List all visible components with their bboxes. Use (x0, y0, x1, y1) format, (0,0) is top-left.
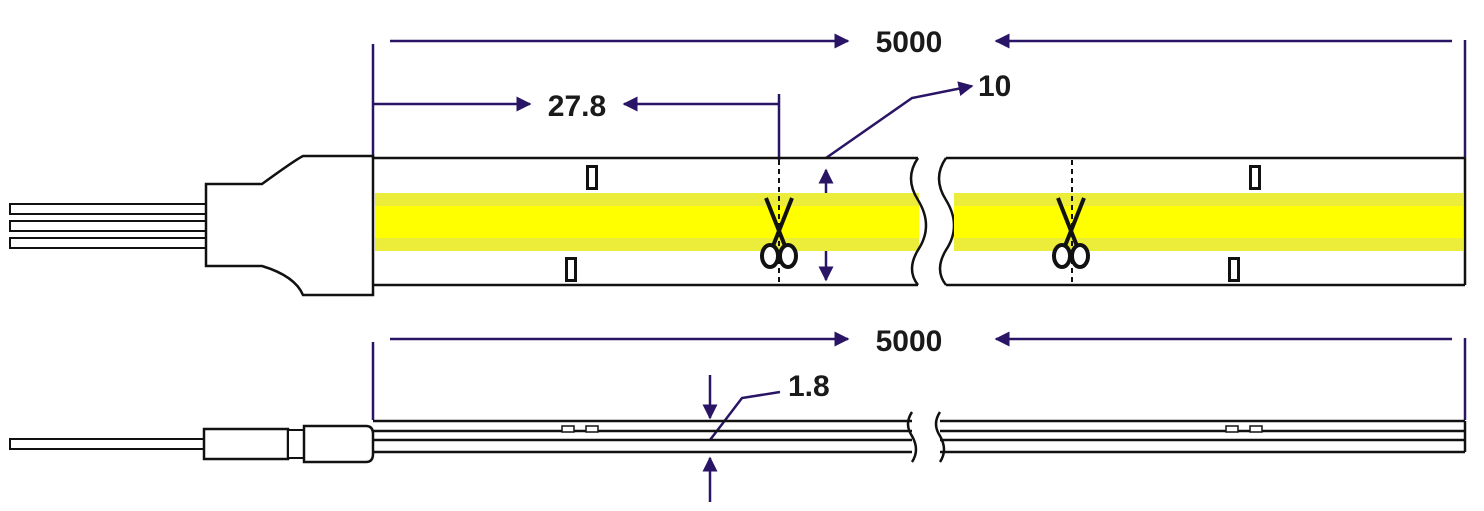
scissors-icon (760, 197, 798, 269)
wire-3 (9, 237, 207, 249)
scissors-icon (1052, 197, 1090, 269)
led-band-inner (375, 206, 919, 238)
cut-pitch-dimension: 27.8 (373, 90, 781, 160)
resistor-bottom-right-inner (1231, 260, 1237, 279)
side-component-3 (1225, 425, 1239, 433)
width-label: 10 (978, 70, 1011, 103)
side-connector-sleeve (202, 427, 290, 461)
wire-bundle (9, 203, 207, 249)
top-view: 5000 27.8 10 (9, 26, 1467, 297)
cut-pitch-label: 27.8 (548, 90, 606, 123)
strip-top-left-segment (373, 156, 919, 287)
side-component-4 (1249, 425, 1263, 433)
side-connector-collar (287, 429, 305, 459)
wire-1 (9, 203, 207, 215)
bottom-length-dimension: 5000 (371, 325, 1467, 420)
break-mark-icon (906, 411, 946, 463)
wire-2 (9, 220, 207, 232)
side-wire (9, 438, 207, 450)
side-view: 5000 1.8 (9, 325, 1467, 502)
thickness-label: 1.8 (788, 370, 830, 403)
led-band-inner-right (954, 206, 1463, 238)
width-leader (825, 81, 974, 160)
thickness-leader (709, 390, 781, 441)
resistor-bottom-inner (568, 260, 574, 279)
resistor-top-right-inner (1252, 168, 1258, 187)
side-connector-cap (302, 424, 375, 464)
bottom-length-label: 5000 (876, 325, 943, 358)
side-component-2 (585, 425, 599, 433)
thickness-dimension: 1.8 (702, 370, 830, 502)
width-dimension: 10 (818, 70, 1011, 282)
top-length-dimension: 5000 (371, 26, 1467, 158)
end-cap-connector (204, 154, 375, 297)
side-strip-right (940, 419, 1467, 454)
side-strip-left (373, 419, 912, 454)
resistor-top-inner (589, 168, 595, 187)
side-component-1 (561, 425, 575, 433)
strip-top-right-segment (946, 156, 1467, 287)
top-length-label: 5000 (876, 26, 943, 59)
